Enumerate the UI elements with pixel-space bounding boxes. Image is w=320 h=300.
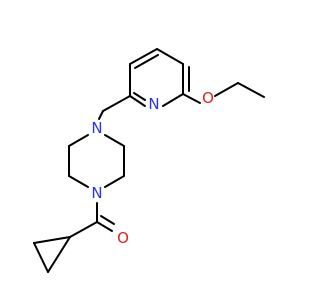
piperazine-bottom-nitrogen-label: N <box>91 184 102 202</box>
bond <box>96 221 113 232</box>
piperazine-top-nitrogen-label: N <box>91 119 102 137</box>
bond <box>33 236 71 244</box>
bond <box>104 134 125 147</box>
bond <box>182 93 201 104</box>
bond <box>129 95 146 107</box>
bond <box>47 236 71 273</box>
bond <box>162 93 184 107</box>
molecule-canvas: N O N N O <box>33 48 265 273</box>
bond <box>134 54 159 69</box>
bond <box>214 82 239 97</box>
bond <box>156 48 184 65</box>
carbonyl-oxygen-label: O <box>117 229 129 247</box>
bond <box>133 92 146 101</box>
structure-diagram: N O N N O <box>33 48 265 273</box>
bond <box>68 134 89 147</box>
bond <box>68 175 89 188</box>
bond <box>104 175 125 188</box>
bond <box>69 221 98 238</box>
bond <box>129 48 158 65</box>
bond <box>100 215 115 225</box>
bond <box>102 95 131 112</box>
bond <box>237 82 265 98</box>
bond <box>33 242 49 273</box>
bond <box>98 110 104 120</box>
pyridine-nitrogen-label: N <box>148 95 159 113</box>
ether-oxygen-label: O <box>202 89 214 107</box>
